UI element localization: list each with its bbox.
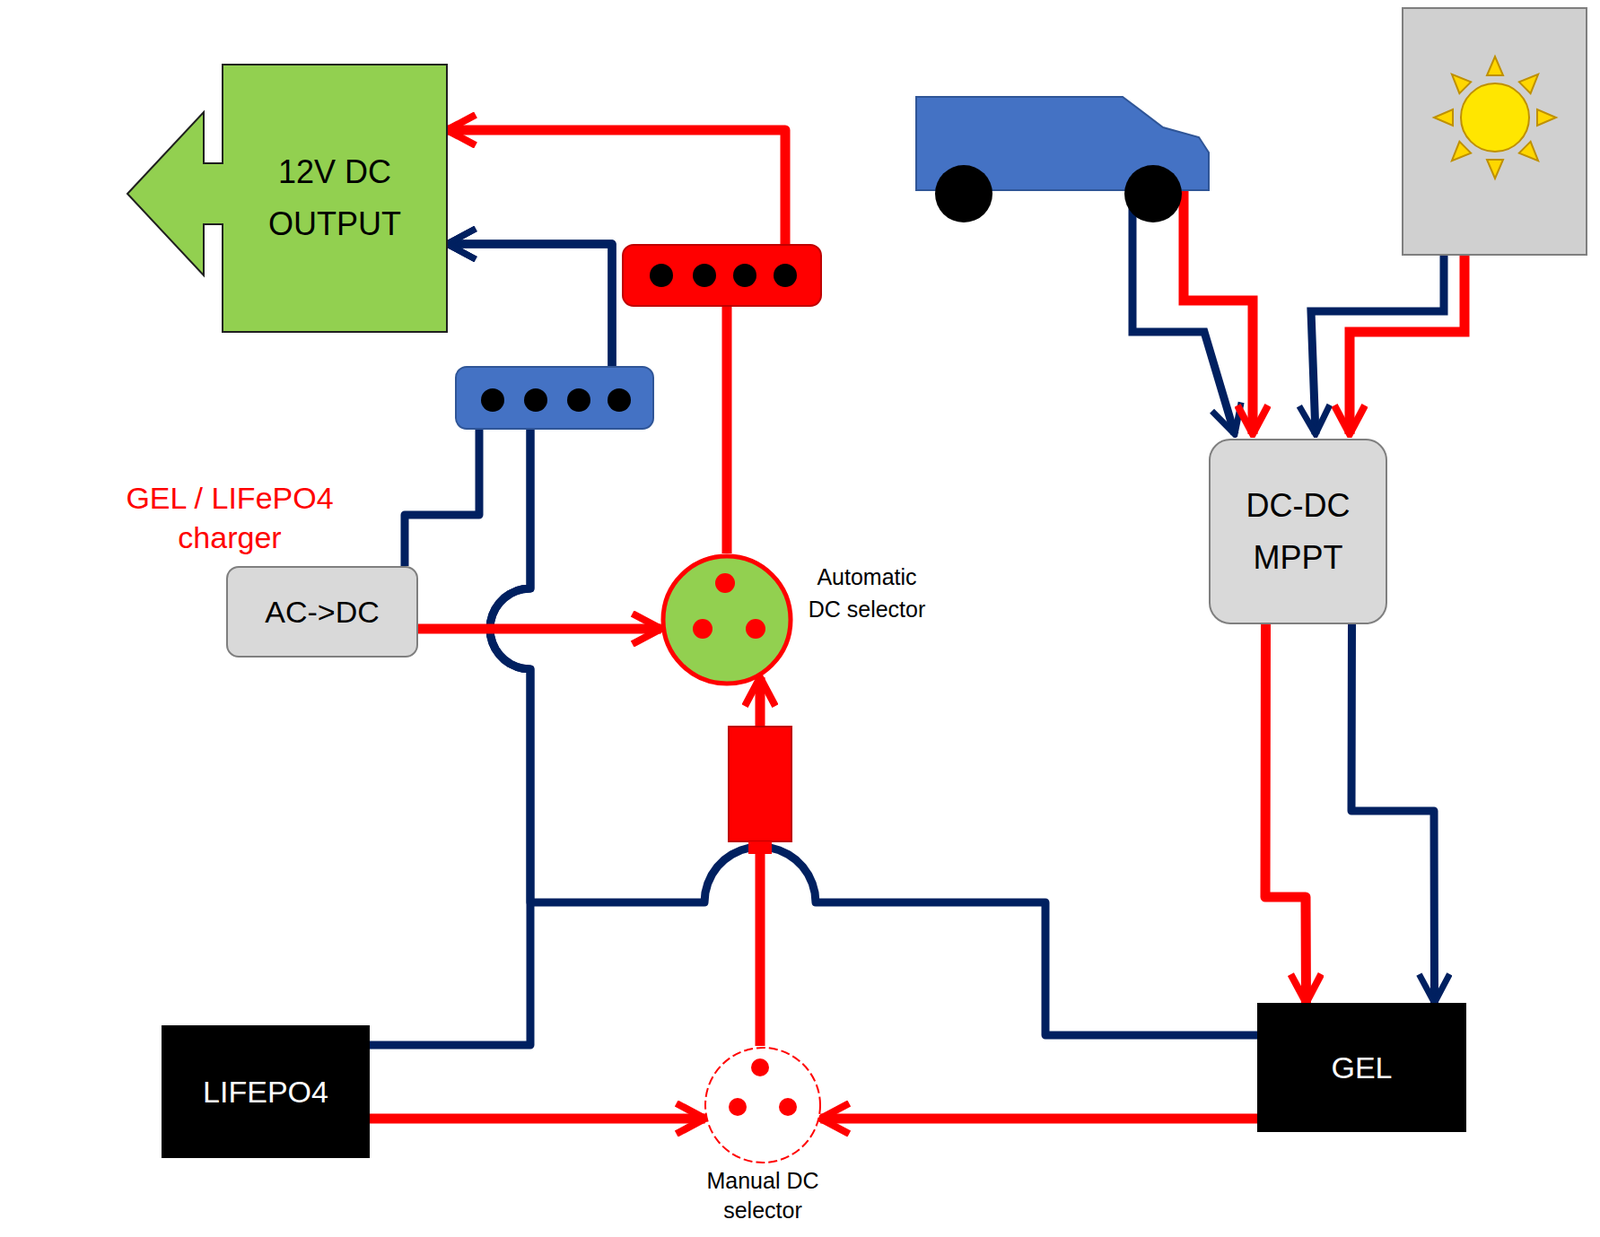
- bus-terminal: [480, 388, 505, 412]
- node-label: GEL / LIFePO4 charger: [99, 478, 360, 558]
- converter-box: AC->DC: [226, 566, 419, 658]
- selector-ring: [705, 1048, 821, 1163]
- bus-bar: [622, 244, 822, 307]
- bus-terminal: [692, 263, 717, 288]
- mains-wire: [18, 621, 224, 626]
- wire-connector: [446, 244, 1258, 1036]
- selector-circle: Automatic DC selector: [660, 553, 794, 687]
- selector-outline: [703, 1046, 822, 1165]
- selector-circle: Manual DC selector: [703, 1046, 822, 1165]
- fuse-body: [728, 726, 792, 842]
- label-holder: Manual DC selector: [690, 1166, 835, 1225]
- fuse-symbol: [728, 726, 792, 855]
- van-wheel: [935, 165, 993, 223]
- sun-ray: [1433, 109, 1453, 126]
- arrow-outline: [127, 64, 447, 333]
- selector-terminal: [745, 619, 766, 639]
- node-label: LIFEPO4: [202, 1075, 329, 1111]
- wire-connector: [418, 624, 662, 635]
- solar-panel: [1402, 8, 1587, 255]
- selector-terminal: [751, 1058, 770, 1077]
- sun-ray: [1519, 69, 1545, 95]
- selector-terminal: [715, 573, 735, 594]
- fuse-neck: [748, 841, 772, 855]
- bus-terminal: [773, 263, 797, 288]
- wire-connector: [1265, 624, 1307, 1004]
- node-label: AC->DC: [264, 594, 380, 630]
- selector-ring: [663, 556, 791, 684]
- bus-terminal: [607, 388, 631, 412]
- mains-symbol: [69, 577, 135, 642]
- selector-outline: [660, 553, 794, 687]
- selector-terminal: [692, 619, 713, 639]
- selector-terminal: [728, 1098, 747, 1117]
- solar-positive-wire: [1349, 254, 1465, 435]
- charger-ellipse: AC->DC GEL / LIFePO4 charger: [15, 456, 445, 751]
- wire-connector: [369, 1114, 706, 1125]
- output-block: 12V DC OUTPUT: [127, 64, 447, 333]
- bus-terminal: [733, 263, 757, 288]
- lightning-symbol: [96, 585, 109, 635]
- charger-outline: [17, 458, 443, 749]
- selector-terminal: [778, 1098, 797, 1117]
- battery-box: LIFEPO4: [161, 1025, 370, 1159]
- node-label: 12V DC OUTPUT: [249, 146, 420, 250]
- bus-terminal: [567, 388, 591, 412]
- sun-disc: [1460, 83, 1530, 152]
- mains-arrow: [210, 615, 226, 632]
- battery-box: GEL: [1257, 1003, 1467, 1133]
- sun-ray: [1486, 159, 1504, 179]
- selector-label: Automatic DC selector: [804, 560, 930, 627]
- sun-ray: [1519, 141, 1545, 167]
- sun-ray: [1446, 69, 1472, 95]
- label-holder: Automatic DC selector: [804, 560, 930, 627]
- mains-arrow: [210, 586, 226, 604]
- arrow-shape: [127, 64, 447, 333]
- bus-bar: [455, 367, 654, 429]
- converter-box: DC-DC MPPT: [1208, 438, 1388, 625]
- negative-bus-bar: [455, 367, 654, 429]
- node-label: DC-DC MPPT: [1226, 480, 1371, 584]
- connector-group: [369, 130, 1435, 1120]
- positive-bus-bar: [622, 244, 822, 307]
- wire-connector: [820, 1114, 1258, 1125]
- selector-label: Manual DC selector: [690, 1166, 835, 1225]
- lightning-tip: [92, 627, 104, 637]
- sun-ray: [1446, 141, 1472, 167]
- van-positive-wire: [1183, 179, 1253, 435]
- bus-terminal: [524, 388, 548, 412]
- solar-negative-wire: [1311, 254, 1444, 435]
- sun-ray: [1486, 56, 1504, 76]
- mains-wire: [18, 593, 224, 597]
- van-wheel: [1124, 165, 1182, 223]
- sun-symbol: [1433, 56, 1557, 179]
- van-icon: [916, 96, 1209, 223]
- wire-connector: [1351, 624, 1435, 1004]
- bus-terminal: [649, 263, 674, 288]
- node-label: GEL: [1330, 1050, 1392, 1086]
- sun-ray: [1537, 109, 1557, 126]
- solar-panel-icon: [1402, 8, 1587, 255]
